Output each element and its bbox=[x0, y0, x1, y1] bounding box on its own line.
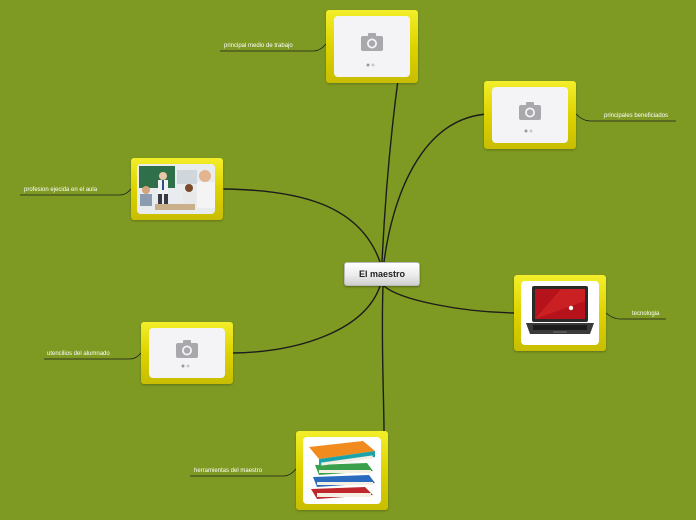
image-placeholder bbox=[492, 87, 568, 143]
label-left-bottom[interactable]: utencilios del alumnado bbox=[47, 351, 110, 357]
label-bottom[interactable]: herramientas del maestro bbox=[194, 468, 263, 474]
label-right[interactable]: tecnologia bbox=[632, 311, 660, 317]
central-topic[interactable]: El maestro bbox=[344, 262, 420, 286]
camera-icon bbox=[361, 32, 383, 51]
books-stack-photo bbox=[303, 437, 381, 504]
node-top-right[interactable] bbox=[484, 81, 576, 149]
node-right[interactable] bbox=[514, 275, 606, 351]
underline-right bbox=[605, 312, 666, 320]
laptop-photo bbox=[521, 281, 599, 345]
underline-left-top bbox=[20, 188, 132, 196]
underline-top-right bbox=[575, 113, 676, 122]
camera-icon bbox=[176, 340, 198, 358]
central-topic-label: El maestro bbox=[358, 269, 406, 279]
pager-dots-icon bbox=[366, 63, 375, 67]
pager-dots-icon bbox=[524, 129, 533, 133]
connector-top bbox=[381, 79, 399, 263]
connector-left-bottom bbox=[232, 285, 381, 354]
underline-bottom bbox=[190, 468, 297, 477]
label-top-right[interactable]: principales beneficiados bbox=[604, 113, 669, 119]
image-placeholder bbox=[334, 16, 410, 77]
node-bottom[interactable] bbox=[296, 431, 388, 510]
connector-right bbox=[383, 285, 516, 314]
connector-top-right bbox=[383, 113, 489, 263]
node-left-top[interactable] bbox=[131, 158, 223, 220]
connector-bottom bbox=[381, 285, 385, 433]
books-stack-icon bbox=[309, 441, 375, 499]
underline-top bbox=[220, 43, 327, 52]
image-placeholder bbox=[149, 328, 225, 378]
camera-icon bbox=[519, 101, 541, 120]
connector-left-top bbox=[223, 188, 381, 263]
teacher-classroom-image bbox=[137, 164, 215, 214]
node-left-bottom[interactable] bbox=[141, 322, 233, 384]
label-left-top[interactable]: profesion ejecida en el aula bbox=[24, 187, 98, 193]
laptop-icon bbox=[526, 286, 594, 334]
pager-dots-icon bbox=[181, 364, 190, 368]
underline-left-bottom bbox=[44, 352, 142, 360]
teacher-classroom-photo bbox=[137, 164, 215, 214]
node-top[interactable] bbox=[326, 10, 418, 83]
label-top[interactable]: principal medio de trabajo bbox=[224, 43, 293, 49]
